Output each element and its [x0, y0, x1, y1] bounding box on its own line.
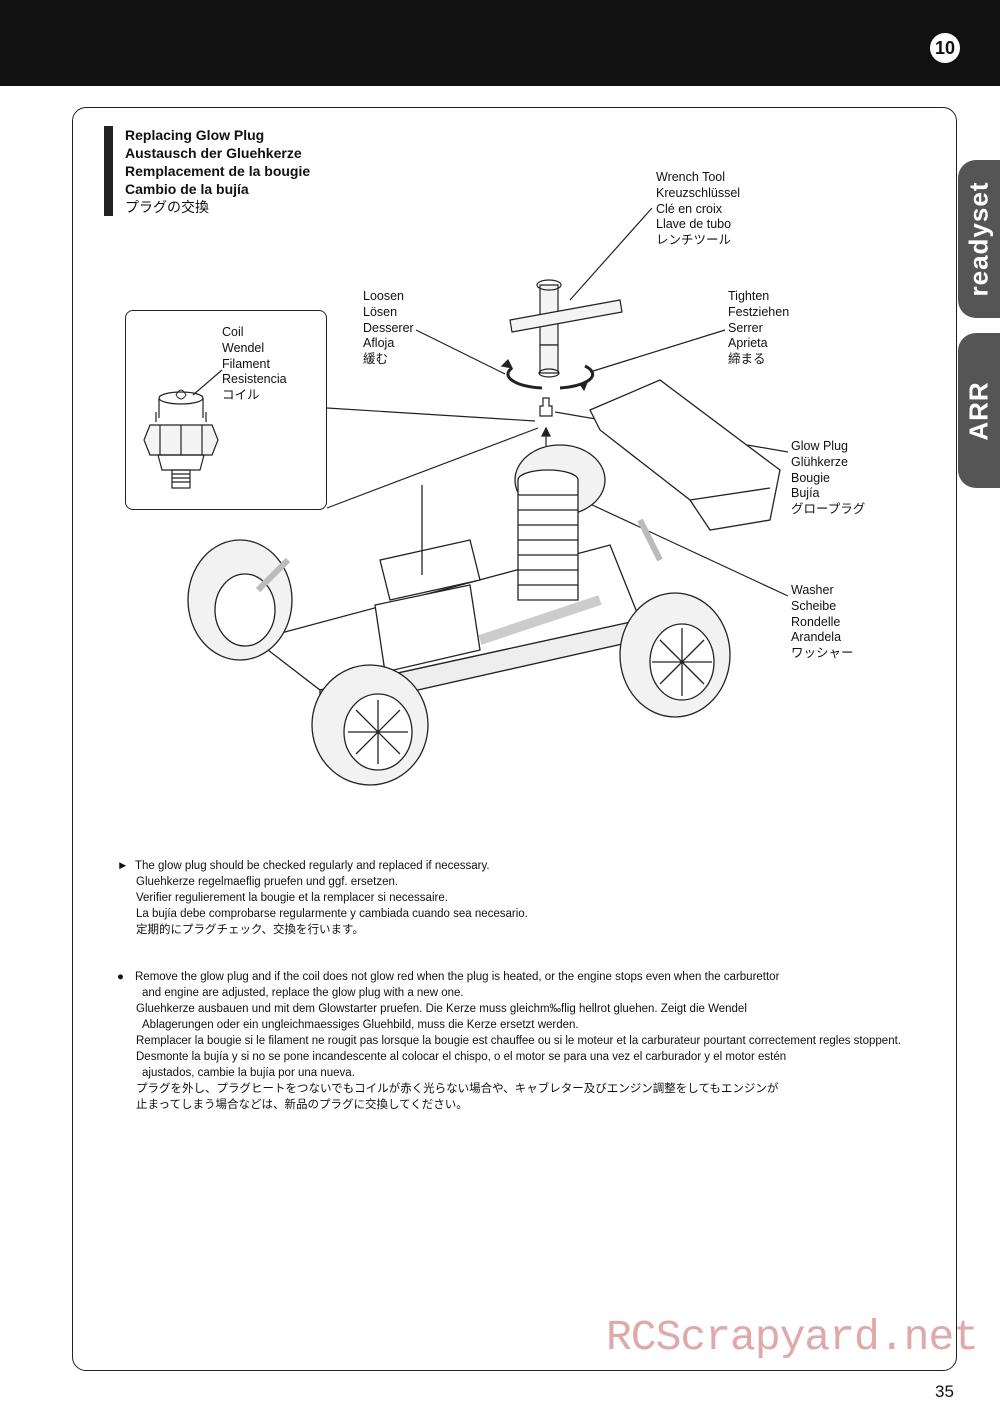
wrench-label: Wrench Tool Kreuzschlüssel Clé en croix …	[656, 170, 740, 249]
note-check-first: The glow plug should be checked regularl…	[135, 860, 490, 872]
coil-es: Resistencia	[222, 372, 287, 387]
watermark: RCScrapyard.net	[606, 1313, 979, 1362]
content-panel	[72, 107, 957, 1371]
loosen-jp: 緩む	[363, 352, 389, 367]
note-remove-line: 止まってしまう場合などは、新品のプラグに交換してください。	[136, 1099, 468, 1111]
coil-label: Coil Wendel Filament Resistencia コイル	[222, 325, 287, 404]
heading-bar	[104, 126, 113, 216]
tighten-jp: 締まる	[728, 352, 766, 367]
coil-en: Coil	[222, 325, 244, 339]
note-remove-first: Remove the glow plug and if the coil doe…	[135, 971, 780, 983]
heading-jp: プラグの交換	[125, 199, 209, 215]
note-remove-line: Ablagerungen oder ein ungleichmaessiges …	[142, 1019, 579, 1031]
glow-plug-en: Glow Plug	[791, 439, 848, 453]
heading-es: Cambio de la bujía	[125, 181, 249, 197]
washer-en: Washer	[791, 583, 834, 597]
heading-de: Austausch der Gluehkerze	[125, 145, 302, 161]
tighten-label: Tighten Festziehen Serrer Aprieta 締まる	[728, 289, 789, 368]
note-check-line: Gluehkerze regelmaeflig pruefen und ggf.…	[136, 876, 399, 888]
triangle-bullet-icon: ►	[117, 860, 129, 872]
heading-en: Replacing Glow Plug	[125, 127, 265, 143]
washer-jp: ワッシャー	[791, 646, 854, 661]
circle-bullet-icon: ●	[117, 971, 124, 983]
note-remove-line: Remplacer la bougie si le filament ne ro…	[136, 1035, 901, 1047]
note-check-line: Verifier regulierement la bougie et la r…	[136, 892, 448, 904]
glow-plug-fr: Bougie	[791, 470, 830, 485]
tighten-en: Tighten	[728, 289, 770, 303]
glow-plug-closeup-icon	[143, 369, 223, 489]
glow-plug-jp: グロープラグ	[791, 502, 866, 517]
note-remove-line: Desmonte la bujía y si no se pone incand…	[136, 1051, 787, 1063]
wrench-jp: レンチツール	[656, 233, 732, 248]
loosen-label: Loosen Lösen Desserer Afloja 緩む	[363, 289, 414, 368]
tighten-fr: Serrer	[728, 320, 763, 335]
buggy-chassis-icon	[187, 379, 781, 786]
note-remove-line: Gluehkerze ausbauen und mit dem Glowstar…	[136, 1003, 747, 1015]
tab-readyset[interactable]: readyset	[958, 160, 1000, 318]
coil-fr: Filament	[222, 356, 270, 371]
wrench-es: Llave de tubo	[656, 217, 732, 232]
note-remove: ● Remove the glow plug and if the coil do…	[117, 969, 901, 1113]
washer-es: Arandela	[791, 630, 842, 645]
wrench-fr: Clé en croix	[656, 201, 722, 216]
header-bar	[0, 0, 1000, 86]
note-check: ► The glow plug should be checked regular…	[117, 858, 528, 938]
tighten-de: Festziehen	[728, 304, 790, 319]
loosen-en: Loosen	[363, 289, 405, 303]
glow-plug-inset	[125, 310, 327, 510]
wrench-en: Wrench Tool	[656, 170, 726, 184]
note-remove-line: プラグを外し、プラグヒートをつないでもコイルが赤く光らない場合や、キャブレター及…	[136, 1083, 779, 1095]
loosen-fr: Desserer	[363, 320, 414, 335]
page-number: 35	[935, 1382, 954, 1401]
note-check-line: La bujía debe comprobarse regularmente y…	[136, 908, 528, 920]
loosen-de: Lösen	[363, 304, 398, 319]
coil-jp: コイル	[222, 388, 260, 403]
wrench-tool-icon	[500, 279, 623, 392]
heading-fr: Remplacement de la bougie	[125, 163, 311, 179]
note-remove-line: and engine are adjusted, replace the glo…	[142, 987, 464, 999]
glow-plug-es: Bujía	[791, 486, 820, 501]
glow-plug-label: Glow Plug Glühkerze Bougie Bujía グロープラグ	[791, 439, 865, 518]
washer-fr: Rondelle	[791, 614, 841, 629]
tighten-es: Aprieta	[728, 336, 768, 351]
washer-label: Washer Scheibe Rondelle Arandela ワッシャー	[791, 583, 854, 662]
wrench-de: Kreuzschlüssel	[656, 185, 741, 200]
tab-arr[interactable]: ARR	[958, 333, 1000, 488]
note-check-line: 定期的にプラグチェック、交換を行います。	[136, 924, 364, 936]
coil-de: Wendel	[222, 340, 265, 355]
step-number-badge: 10	[930, 33, 960, 63]
note-remove-line: ajustados, cambie la bujía por una nueva…	[142, 1067, 355, 1079]
loosen-es: Afloja	[363, 336, 395, 351]
section-heading: Replacing Glow Plug Austausch der Gluehk…	[125, 126, 310, 216]
glow-plug-de: Glühkerze	[791, 454, 848, 469]
washer-de: Scheibe	[791, 598, 837, 613]
